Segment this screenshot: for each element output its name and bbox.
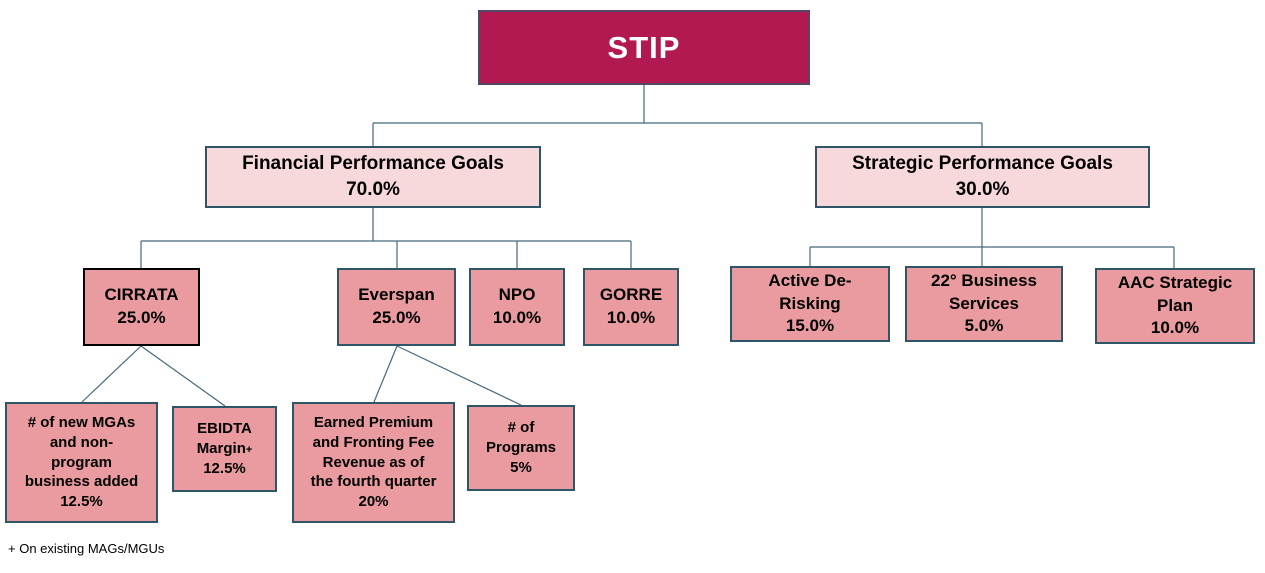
connector-cirrata-ebidta <box>140 345 226 407</box>
node-cirrata-weight: 25.0% <box>117 308 166 327</box>
node-active-derisking-label: Active De- Risking <box>768 270 852 313</box>
node-new-mgas-label: # of new MGAs and non- program business … <box>24 414 139 491</box>
node-num-programs: # of Programs 5% <box>467 405 575 491</box>
node-business-services-weight: 5.0% <box>964 316 1004 336</box>
node-cirrata-label: CIRRATA <box>104 285 179 305</box>
node-everspan: Everspan 25.0% <box>337 268 456 346</box>
node-business-services-label: 22° Business Services <box>930 270 1038 313</box>
node-gorre: GORRE 10.0% <box>583 268 679 346</box>
node-financial-label: Financial Performance Goals <box>242 153 504 175</box>
node-active-derisking-weight: 15.0% <box>785 316 835 336</box>
node-business-services: 22° Business Services 5.0% <box>905 266 1063 342</box>
node-ebidta-margin-weight: 12.5% <box>203 459 246 477</box>
node-stip-label: STIP <box>607 29 681 65</box>
node-financial-weight: 70.0% <box>346 179 400 200</box>
node-strategic-goals: Strategic Performance Goals 30.0% <box>815 146 1150 208</box>
node-num-programs-weight: 5% <box>510 458 532 476</box>
node-ebidta-margin: EBIDTA Margin+ 12.5% <box>172 406 277 492</box>
node-gorre-label: GORRE <box>599 285 663 305</box>
node-gorre-weight: 10.0% <box>606 308 656 327</box>
node-everspan-weight: 25.0% <box>372 308 421 327</box>
node-financial-goals: Financial Performance Goals 70.0% <box>205 146 541 208</box>
node-active-derisking: Active De- Risking 15.0% <box>730 266 890 342</box>
connector-everspan-earned <box>373 345 398 403</box>
node-npo-label: NPO <box>498 285 536 305</box>
node-npo-weight: 10.0% <box>492 308 542 327</box>
node-earned-premium-label: Earned Premium and Fronting Fee Revenue … <box>310 414 437 491</box>
node-aac-strategic-plan-weight: 10.0% <box>1150 318 1200 338</box>
footnote-text: + On existing MAGs/MGUs <box>8 541 165 556</box>
node-strategic-label: Strategic Performance Goals <box>852 153 1113 175</box>
connector-cirrata-mgas <box>81 345 142 403</box>
node-strategic-weight: 30.0% <box>955 179 1010 200</box>
footnote-marker: + <box>245 444 253 457</box>
node-stip: STIP <box>478 10 810 85</box>
connector-everspan-programs <box>396 345 522 406</box>
node-aac-strategic-plan: AAC Strategic Plan 10.0% <box>1095 268 1255 344</box>
node-new-mgas: # of new MGAs and non- program business … <box>5 402 158 523</box>
node-num-programs-label: # of Programs <box>485 419 557 457</box>
node-npo: NPO 10.0% <box>469 268 565 346</box>
node-cirrata: CIRRATA 25.0% <box>83 268 200 346</box>
node-earned-premium: Earned Premium and Fronting Fee Revenue … <box>292 402 455 523</box>
node-earned-premium-weight: 20% <box>358 493 389 511</box>
node-new-mgas-weight: 12.5% <box>60 493 103 511</box>
node-everspan-label: Everspan <box>358 285 435 305</box>
node-ebidta-margin-label: EBIDTA Margin+ <box>196 420 253 458</box>
node-aac-strategic-plan-label: AAC Strategic Plan <box>1117 272 1233 315</box>
